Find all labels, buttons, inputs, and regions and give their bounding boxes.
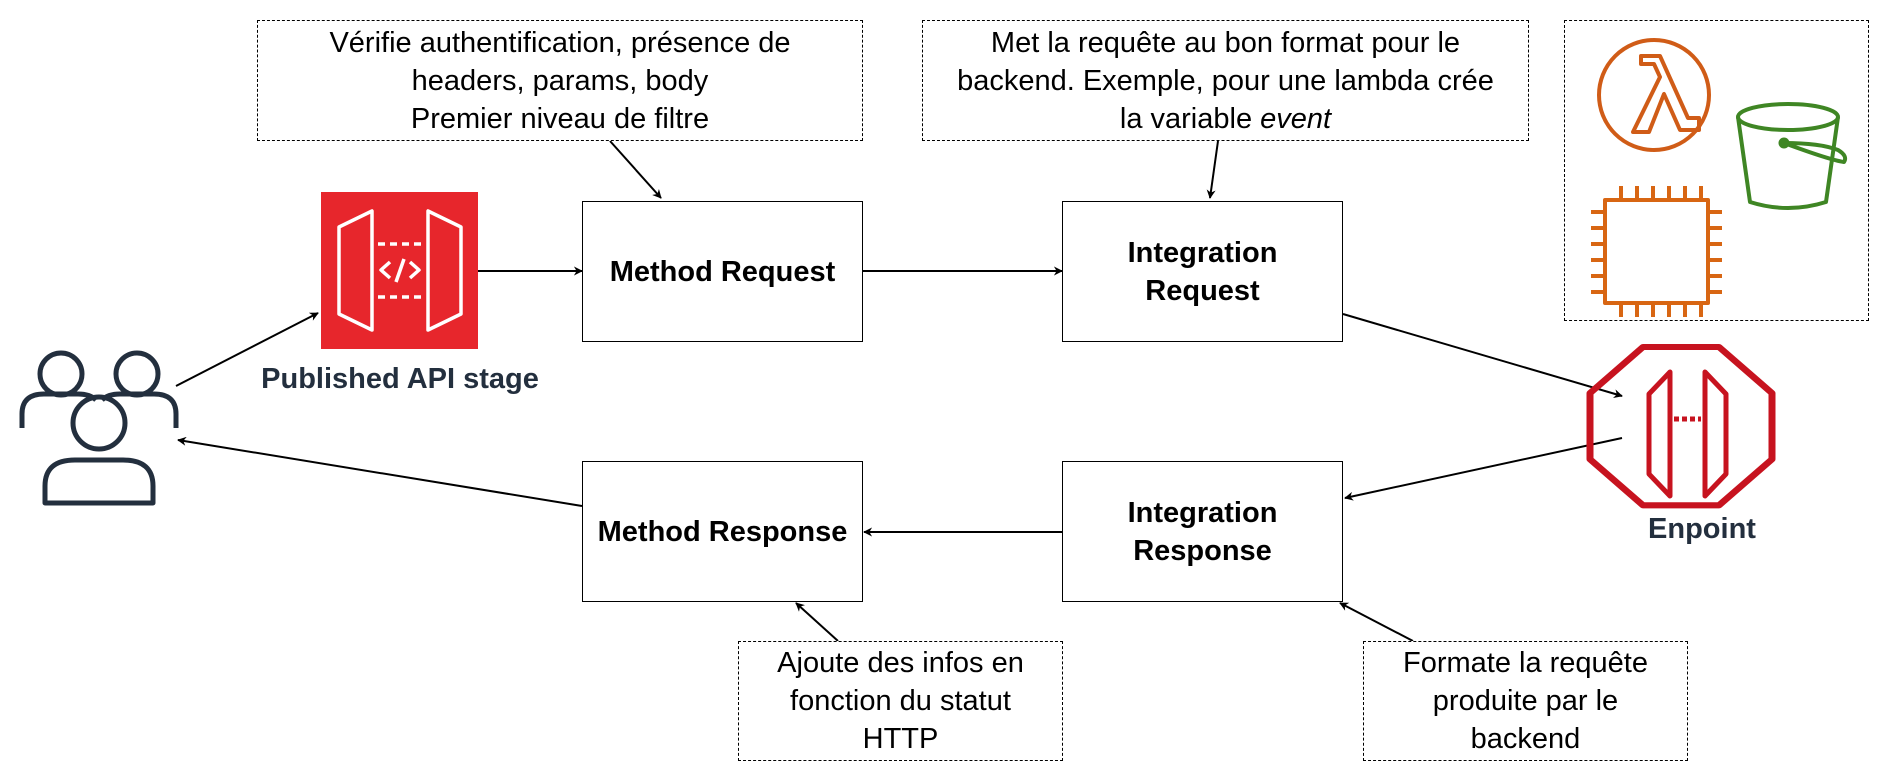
arrow-note-to-method-request — [609, 140, 662, 199]
integration-response-note-text: Formate la requête produite par le backe… — [1402, 647, 1648, 755]
integration-request-label: Integration Request — [1127, 236, 1278, 307]
integration-request-box[interactable]: Integration Request — [1062, 201, 1343, 342]
arrow-integration-request-to-endpoint — [1342, 313, 1623, 399]
arrow-method-response-to-users — [177, 436, 583, 507]
method-request-note: Vérifie authentification, présence de he… — [257, 20, 863, 141]
method-response-note-text: Ajoute des infos en fonction du statut H… — [777, 647, 1024, 755]
integration-response-note: Formate la requête produite par le backe… — [1363, 641, 1688, 761]
method-response-box[interactable]: Method Response — [582, 461, 863, 602]
arrow-note-to-method-response — [795, 602, 839, 642]
lambda-icon — [1597, 38, 1711, 152]
ec2-chip-icon — [1591, 186, 1722, 317]
integration-request-note-text: Met la requête au bon format pour le bac… — [957, 24, 1494, 138]
method-request-label: Method Request — [609, 255, 836, 288]
method-request-note-text: Vérifie authentification, présence de he… — [329, 26, 791, 135]
integration-request-note-main: Met la requête au bon format pour le bac… — [957, 26, 1494, 135]
users-icon — [19, 350, 179, 506]
arrow-endpoint-to-integration-response — [1344, 437, 1623, 501]
arrow-users-to-api — [175, 312, 319, 387]
vpc-endpoint-icon — [1586, 343, 1776, 509]
integration-response-label: Integration Response — [1127, 496, 1278, 567]
arrow-note-to-integration-request — [1206, 140, 1219, 199]
api-stage-label: Published API stage — [261, 363, 539, 395]
integration-request-note-em: event — [1260, 102, 1332, 135]
arrow-note-to-integration-response — [1339, 602, 1414, 642]
endpoint-label: Enpoint — [1648, 513, 1756, 545]
method-request-box[interactable]: Method Request — [582, 201, 863, 342]
method-response-note: Ajoute des infos en fonction du statut H… — [738, 641, 1063, 761]
integration-request-note: Met la requête au bon format pour le bac… — [922, 20, 1529, 141]
api-gateway-icon — [321, 192, 478, 349]
s3-bucket-icon — [1736, 102, 1848, 210]
backend-services-group — [1564, 20, 1869, 321]
integration-response-box[interactable]: Integration Response — [1062, 461, 1343, 602]
method-response-label: Method Response — [597, 515, 848, 548]
